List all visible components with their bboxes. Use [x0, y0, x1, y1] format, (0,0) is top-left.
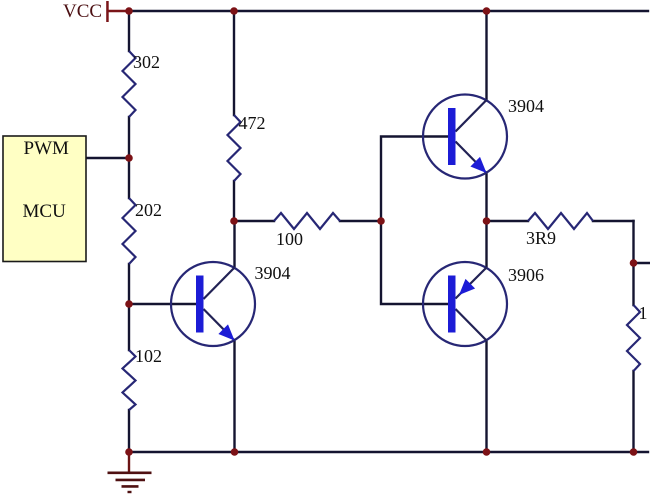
svg-text:VCC: VCC	[63, 1, 102, 22]
svg-text:MCU: MCU	[23, 201, 67, 222]
svg-text:202: 202	[135, 200, 162, 220]
svg-text:3906: 3906	[508, 265, 544, 285]
svg-text:102: 102	[135, 346, 162, 366]
svg-text:3R9: 3R9	[526, 228, 556, 248]
svg-text:1: 1	[639, 303, 648, 323]
svg-text:100: 100	[276, 229, 303, 249]
svg-text:PWM: PWM	[24, 138, 70, 159]
svg-text:3904: 3904	[255, 263, 291, 283]
svg-text:302: 302	[133, 52, 160, 72]
svg-text:3904: 3904	[508, 96, 544, 116]
svg-text:472: 472	[239, 113, 266, 133]
